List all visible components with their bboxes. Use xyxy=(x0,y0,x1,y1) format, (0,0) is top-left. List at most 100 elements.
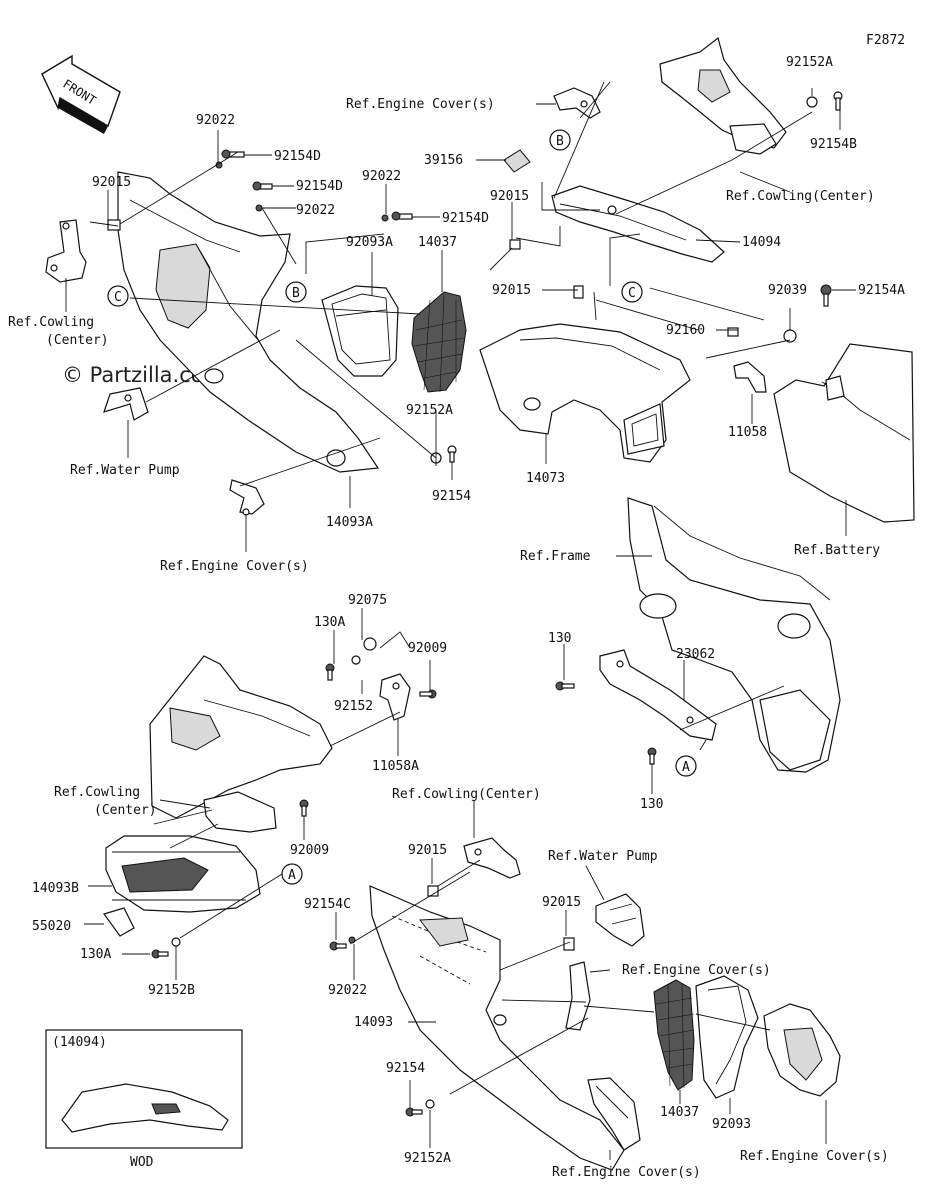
svg-text:C: C xyxy=(628,286,636,301)
label-ref-battery: Ref.Battery xyxy=(794,543,880,558)
label-92154d: 92154D xyxy=(442,211,489,226)
label-39156: 39156 xyxy=(424,153,463,168)
label-130: 130 xyxy=(548,631,571,646)
bracket-ref-water-pump-left xyxy=(103,387,149,421)
label-ref-engine-covers: Ref.Engine Cover(s) xyxy=(622,963,771,978)
svg-text:B: B xyxy=(292,286,300,301)
bolt-icon xyxy=(252,181,273,191)
bracket-ref-engine-covers-left xyxy=(229,479,265,516)
label-92022: 92022 xyxy=(362,169,401,184)
bolt-icon xyxy=(221,149,245,159)
label-ref-cowling-center: Ref.Cowling(Center) xyxy=(726,189,875,204)
bolt-icon xyxy=(647,747,657,765)
bracket-ref-water-pump-bottom xyxy=(595,893,645,947)
washer-icon xyxy=(348,936,356,944)
battery-cover xyxy=(773,343,915,523)
washer-icon xyxy=(381,214,389,222)
label-55020: 55020 xyxy=(32,919,71,934)
label-130a: 130A xyxy=(314,615,345,630)
bolt-icon xyxy=(820,284,832,307)
engine-cover-bottom-right xyxy=(763,1003,841,1097)
figure-code: F2872 xyxy=(866,33,905,48)
nut-icon xyxy=(363,637,377,651)
bolt-icon xyxy=(833,91,843,111)
mesh-grille-14037-bottom xyxy=(653,979,695,1091)
label-14094: 14094 xyxy=(742,235,781,250)
washer-icon xyxy=(425,1099,435,1109)
inset-box-wod: (14094) xyxy=(45,1029,243,1149)
label-92154: 92154 xyxy=(386,1061,425,1076)
label-92152: 92152 xyxy=(334,699,373,714)
label-92022: 92022 xyxy=(328,983,367,998)
callout-c-top-center: C xyxy=(621,281,643,303)
collar-icon xyxy=(573,285,584,299)
label-92152a: 92152A xyxy=(406,403,453,418)
label-92022: 92022 xyxy=(296,203,335,218)
label-ref-water-pump: Ref.Water Pump xyxy=(70,463,180,478)
collar-icon xyxy=(727,327,739,337)
bracket-ref-cowling-center-top-left xyxy=(45,219,87,283)
cowling-center-top-right xyxy=(659,36,787,155)
nut-icon xyxy=(806,96,818,108)
bracket-ref-engine-covers-top xyxy=(553,87,601,119)
label-ref-engine-covers: Ref.Engine Cover(s) xyxy=(740,1149,889,1164)
label-92093: 92093 xyxy=(712,1117,751,1132)
duct-inner-14073 xyxy=(479,323,691,463)
sticker-39156 xyxy=(503,149,531,173)
fasteners xyxy=(107,91,843,1117)
inset-caption: WOD xyxy=(130,1155,154,1170)
label-ref-engine-covers: Ref.Engine Cover(s) xyxy=(346,97,495,112)
label-92015: 92015 xyxy=(542,895,581,910)
inset-part-label: (14094) xyxy=(52,1035,107,1050)
svg-text:B: B xyxy=(556,134,564,149)
label-92022: 92022 xyxy=(196,113,235,128)
cover-14094 xyxy=(551,185,725,263)
washer-icon xyxy=(351,655,361,665)
label-ref-engine-covers: Ref.Engine Cover(s) xyxy=(552,1165,701,1180)
label-ref-frame: Ref.Frame xyxy=(520,549,591,564)
label-11058: 11058 xyxy=(728,425,767,440)
label-92093a: 92093A xyxy=(346,235,393,250)
label-92154: 92154 xyxy=(432,489,471,504)
leader-lines xyxy=(65,88,856,1160)
label-14093: 14093 xyxy=(354,1015,393,1030)
label-92039: 92039 xyxy=(768,283,807,298)
cowling-lower-14093 xyxy=(369,885,625,1171)
label-92015: 92015 xyxy=(92,175,131,190)
label-14093b: 14093B xyxy=(32,881,79,896)
washer-icon xyxy=(255,204,263,212)
label-92009: 92009 xyxy=(290,843,329,858)
callout-a-frame: A xyxy=(675,755,697,777)
label-14037: 14037 xyxy=(418,235,457,250)
bracket-middle-center-cowling xyxy=(203,791,277,833)
label-92152a: 92152A xyxy=(786,55,833,70)
label-55020 xyxy=(103,907,135,937)
svg-text:C: C xyxy=(114,290,122,305)
label-ref-cowling-center: (Center) xyxy=(46,333,109,348)
duct-92093a xyxy=(321,285,399,377)
bolt-icon xyxy=(405,1107,423,1117)
label-ref-cowling-center: Ref.Cowling(Center) xyxy=(392,787,541,802)
label-92154c: 92154C xyxy=(304,897,351,912)
label-14093a: 14093A xyxy=(326,515,373,530)
label-92154d: 92154D xyxy=(274,149,321,164)
label-130a: 130A xyxy=(80,947,111,962)
label-ref-engine-covers: Ref.Engine Cover(s) xyxy=(160,559,309,574)
bolt-icon xyxy=(555,681,575,691)
label-92075: 92075 xyxy=(348,593,387,608)
label-14073: 14073 xyxy=(526,471,565,486)
callout-a-middle-left: A xyxy=(281,863,303,885)
duct-92093 xyxy=(695,975,759,1099)
bracket-23062 xyxy=(599,649,717,741)
label-130: 130 xyxy=(640,797,663,812)
svg-text:A: A xyxy=(682,760,690,775)
bolt-icon xyxy=(391,211,413,221)
label-92015: 92015 xyxy=(408,843,447,858)
label-92154d: 92154D xyxy=(296,179,343,194)
label-92152b: 92152B xyxy=(148,983,195,998)
label-92154b: 92154B xyxy=(810,137,857,152)
callout-b-top-left: B xyxy=(285,281,307,303)
bracket-11058a xyxy=(379,673,411,721)
label-92160: 92160 xyxy=(666,323,705,338)
